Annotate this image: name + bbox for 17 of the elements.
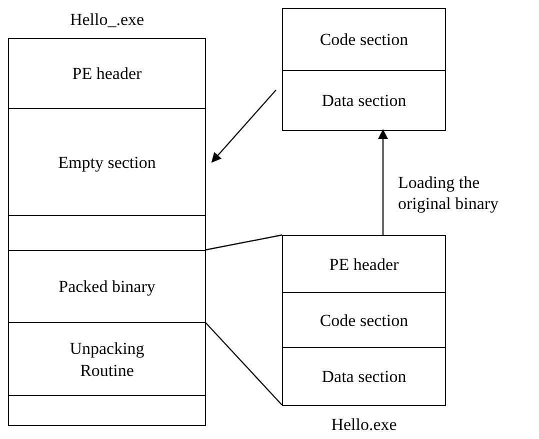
section-label: Empty section [58, 152, 156, 174]
connector-line [204, 322, 282, 406]
arrow [378, 129, 388, 235]
connector-line [204, 234, 282, 251]
section-label: Unpacking Routine [68, 338, 146, 381]
section-label: Code section [320, 29, 408, 51]
file-name: Hello_.exe [68, 9, 146, 31]
arrow [211, 90, 276, 163]
file-box [282, 8, 446, 131]
file-name: Hello.exe [330, 414, 398, 436]
section-label: PE header [72, 63, 142, 85]
section-label: PE header [329, 254, 399, 276]
section-label: Packed binary [58, 276, 156, 298]
section-label: Code section [320, 310, 408, 332]
section-label: Data section [322, 366, 406, 388]
blank-section-box [8, 215, 206, 251]
section-label: Data section [322, 90, 406, 112]
